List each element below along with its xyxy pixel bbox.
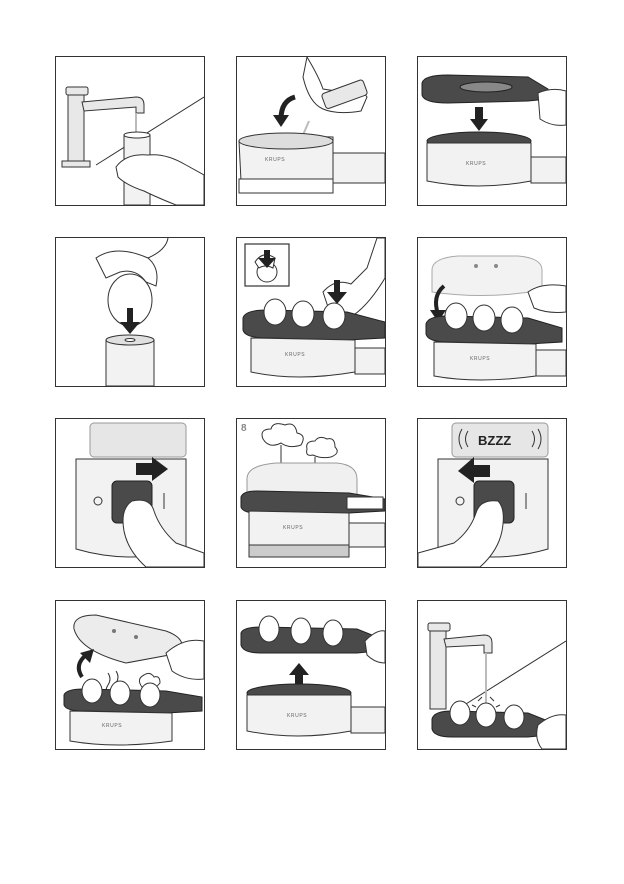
- egg-icon: [140, 683, 160, 707]
- step-panel-12-rinse-eggs: [417, 600, 567, 750]
- step-panel-5-place-eggs: KRUPS: [236, 237, 386, 387]
- pour-arrow-icon: [273, 115, 289, 127]
- piercing-egg-illustration: [56, 238, 204, 386]
- brand-label: KRUPS: [470, 356, 490, 362]
- cooking-steam-illustration: 8 KRUPS: [237, 419, 385, 567]
- egg-icon: [323, 620, 343, 646]
- faucet-filling-beaker-illustration: [56, 57, 204, 205]
- egg-icon: [323, 303, 345, 329]
- closing-lid-illustration: KRUPS: [418, 238, 566, 386]
- placing-tray-illustration: KRUPS: [418, 57, 566, 205]
- faucet-spout-icon: [82, 97, 144, 113]
- egg-icon: [292, 301, 314, 327]
- brand-label: KRUPS: [265, 157, 285, 163]
- brand-label: KRUPS: [285, 352, 305, 358]
- step-panel-2-pour-water: KRUPS: [236, 56, 386, 206]
- switch-on-illustration: O I: [56, 419, 204, 567]
- faucet-body-icon: [430, 631, 446, 709]
- hand-icon: [538, 89, 566, 125]
- step-panel-7-switch-on: O I: [55, 418, 205, 568]
- steam-cloud-icon: [307, 437, 338, 457]
- down-arrow-icon: [334, 280, 340, 294]
- step-panel-11-remove-tray: KRUPS: [236, 600, 386, 750]
- down-arrow-icon: [475, 107, 483, 121]
- brand-label: KRUPS: [287, 713, 307, 719]
- step-panel-10-open-lid: KRUPS: [55, 600, 205, 750]
- rinsing-eggs-illustration: [418, 601, 566, 749]
- down-arrow-icon: [127, 308, 133, 324]
- egg-icon: [476, 703, 496, 727]
- lid-icon: [90, 423, 186, 457]
- buzzer-switch-off-illustration: BZZZ: [418, 419, 566, 567]
- egg-icon: [501, 307, 523, 333]
- step-number: 8: [241, 423, 247, 434]
- brand-label: KRUPS: [466, 161, 486, 167]
- egg-icon: [82, 679, 102, 703]
- egg-icon: [259, 616, 279, 642]
- egg-icon: [110, 681, 130, 705]
- right-arrow-icon: [136, 463, 152, 475]
- brand-label: KRUPS: [102, 723, 122, 729]
- left-arrow-icon: [474, 465, 490, 477]
- steam-cloud-icon: [262, 424, 303, 447]
- egg-icon: [445, 303, 467, 329]
- faucet-body-icon: [68, 95, 84, 165]
- step-panel-1-fill-beaker: [55, 56, 205, 206]
- faucet-spout-icon: [444, 635, 492, 653]
- transparent-lid-icon: [432, 256, 542, 296]
- opening-lid-illustration: KRUPS: [56, 601, 204, 749]
- egg-icon: [473, 305, 495, 331]
- egg-icon: [504, 705, 524, 729]
- step-panel-3-place-tray: KRUPS: [417, 56, 567, 206]
- step-panel-9-buzzer-switch-off: BZZZ: [417, 418, 567, 568]
- egg-icon: [291, 618, 311, 644]
- step-panel-8-cooking-steam: 8 KRUPS: [236, 418, 386, 568]
- egg-icon: [264, 299, 286, 325]
- hand-icon: [528, 285, 566, 313]
- removing-tray-illustration: KRUPS: [237, 601, 385, 749]
- step-panel-4-pierce-egg: [55, 237, 205, 387]
- measuring-beaker-icon: [106, 340, 154, 386]
- step-panel-6-close-lid: KRUPS: [417, 237, 567, 387]
- brand-label: KRUPS: [283, 525, 303, 531]
- placing-eggs-illustration: KRUPS: [237, 238, 385, 386]
- buzzer-sound-label: BZZZ: [478, 433, 511, 448]
- egg-icon: [450, 701, 470, 725]
- faucet-handle-icon: [428, 623, 450, 631]
- pouring-water-illustration: KRUPS: [237, 57, 385, 205]
- faucet-handle-icon: [66, 87, 88, 95]
